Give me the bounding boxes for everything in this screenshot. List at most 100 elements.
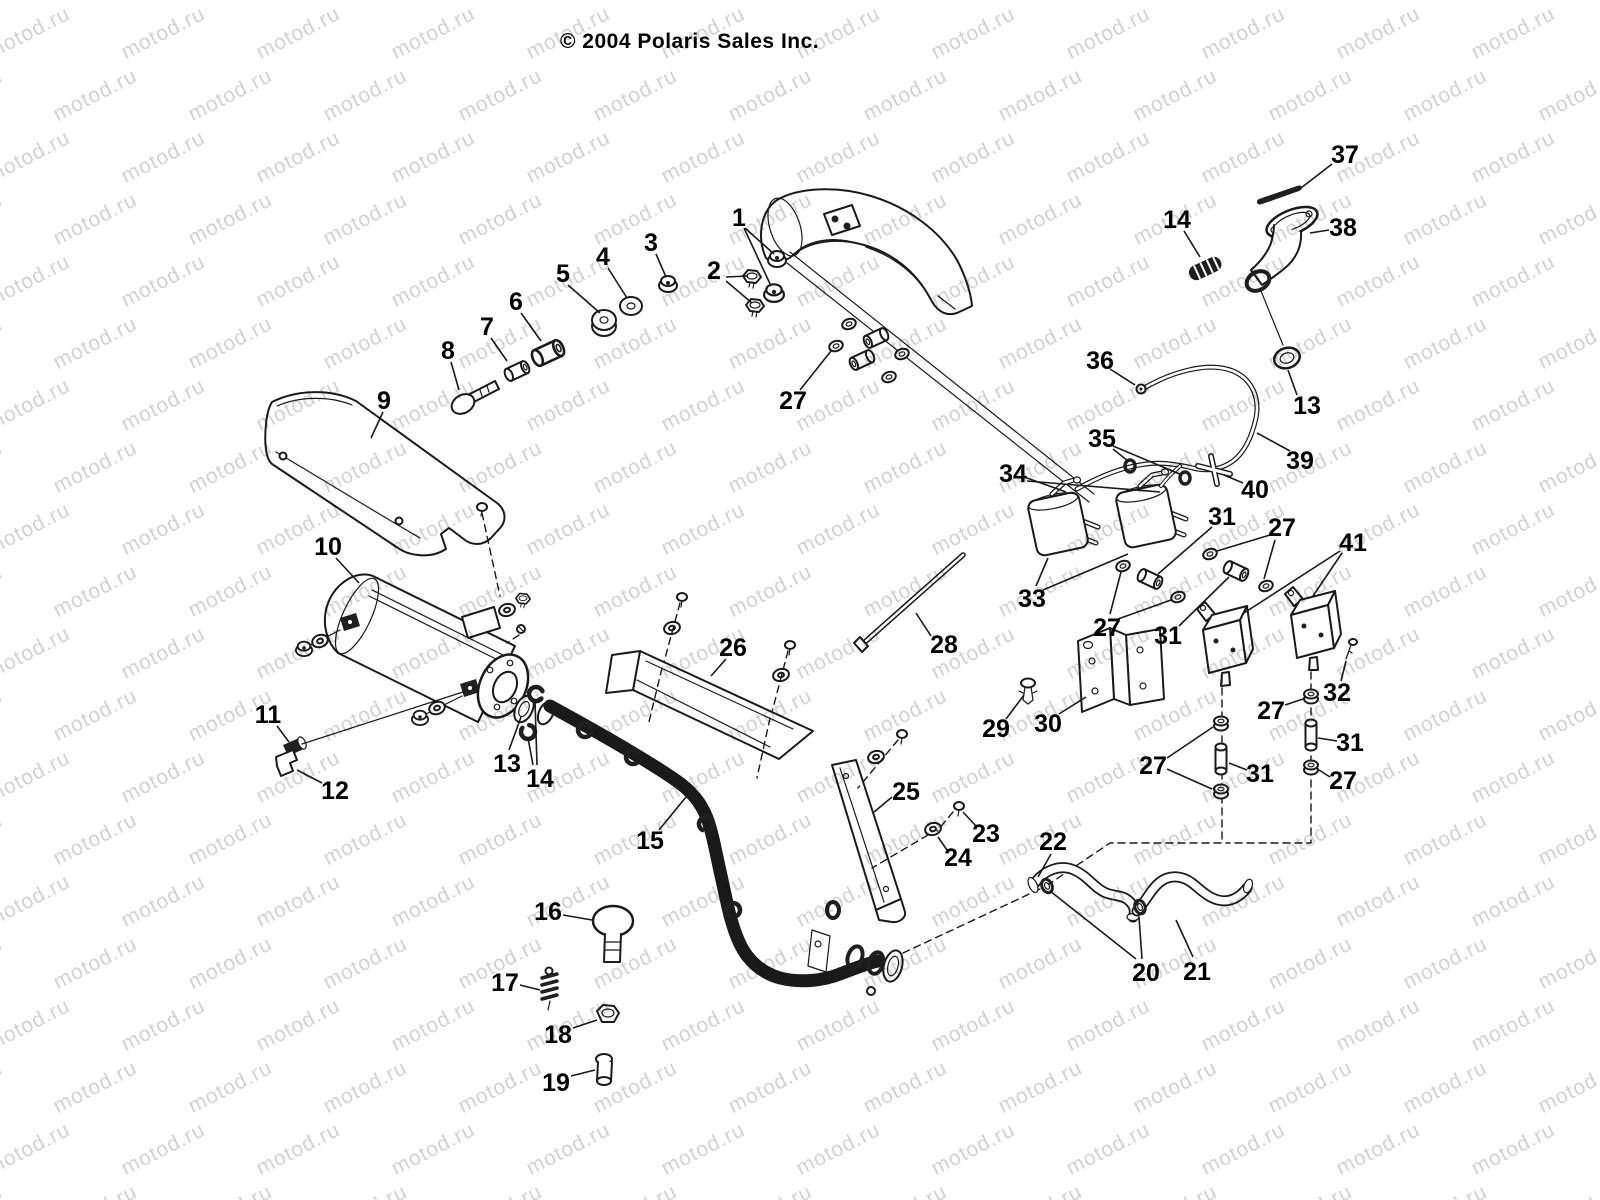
callout-10: 10	[314, 533, 342, 561]
callout-20: 20	[1132, 959, 1160, 987]
callout-35: 35	[1088, 425, 1116, 453]
solenoid-41b	[1284, 586, 1342, 671]
leader-line-27	[1318, 769, 1331, 778]
callout-22: 22	[1039, 828, 1067, 856]
exhaust-pipe-15	[543, 699, 904, 996]
leader-line-20	[1049, 890, 1137, 960]
callout-9: 9	[377, 387, 391, 415]
callout-14: 14	[526, 765, 554, 793]
leader-line-14	[1183, 230, 1201, 258]
seal-ring-13	[1260, 290, 1301, 370]
shield-25-fasteners	[857, 729, 965, 869]
leader-line-30	[1058, 696, 1087, 715]
screw-muffler-top	[516, 624, 526, 634]
bolt-19	[595, 1053, 613, 1086]
canister-33a	[1027, 476, 1101, 557]
leader-line-32	[1340, 660, 1347, 682]
leader-line-7	[490, 337, 508, 362]
callout-11: 11	[255, 701, 282, 729]
spacer-6	[528, 337, 568, 369]
leader-line-21	[1175, 919, 1194, 958]
leader-line-29	[1005, 694, 1025, 720]
callout-31: 31	[1336, 729, 1364, 757]
leader-line-12	[296, 769, 323, 784]
flange-nut-1a	[767, 250, 787, 268]
leader-line-2	[725, 275, 749, 278]
shield-26-fasteners	[647, 592, 796, 779]
callout-27: 27	[1268, 514, 1296, 542]
callout-33: 33	[1018, 585, 1046, 613]
callout-28: 28	[930, 631, 958, 659]
leader-line-34	[1026, 480, 1161, 493]
bushing-27-stack1-top	[1213, 715, 1229, 732]
leader-line-18	[572, 1019, 598, 1029]
stack-dash-a	[1048, 675, 1223, 885]
leader-line-5	[567, 284, 601, 314]
leader-line-6	[520, 312, 542, 342]
nut-3	[658, 275, 678, 293]
stack-dash-b	[1225, 671, 1312, 844]
callout-3: 3	[644, 229, 658, 257]
leader-line-14	[534, 700, 538, 766]
leader-line-39	[1256, 432, 1291, 452]
leader-line-40	[1223, 474, 1244, 484]
muffler-10	[323, 573, 530, 723]
callout-15: 15	[636, 827, 664, 855]
callout-24: 24	[944, 844, 972, 872]
solenoid-41a	[1196, 601, 1254, 687]
leader-line-2	[725, 280, 753, 304]
leader-line-24	[937, 836, 948, 851]
callout-38: 38	[1329, 214, 1357, 242]
hose-clamp-20a	[1040, 877, 1054, 895]
routing-lines	[786, 251, 1095, 503]
bushing-27-stack2-bottom	[1303, 759, 1319, 776]
callout-41: 41	[1339, 529, 1367, 557]
callout-37: 37	[1331, 141, 1359, 169]
leader-line-26	[710, 658, 727, 677]
callout-31: 31	[1208, 503, 1236, 531]
bolt-2a	[742, 269, 762, 289]
bracket-30	[1077, 627, 1165, 713]
copyright-text: © 2004 Polaris Sales Inc.	[560, 30, 820, 53]
bolt-muffler-top	[514, 592, 532, 609]
leader-line-1	[744, 227, 775, 255]
callout-31: 31	[1154, 622, 1182, 650]
rivet-29	[1018, 677, 1038, 705]
leader-line-33	[1035, 557, 1049, 587]
leader-line-23	[962, 811, 977, 827]
callout-25: 25	[892, 778, 920, 806]
spring-17	[540, 966, 559, 1011]
heat-shield-9	[264, 391, 506, 557]
bolt-2b	[745, 298, 765, 318]
leader-line-25	[873, 796, 893, 813]
callout-39: 39	[1286, 447, 1314, 475]
bushing-rows-27-31	[1113, 545, 1276, 606]
hose-dash	[902, 888, 1041, 954]
elbow-38	[1244, 205, 1319, 293]
hose-clamp-35b	[1178, 470, 1192, 486]
callout-34: 34	[999, 460, 1027, 488]
callout-13: 13	[1293, 392, 1321, 420]
callout-30: 30	[1034, 710, 1062, 738]
hose-21	[1131, 871, 1254, 917]
callout-16: 16	[534, 898, 562, 926]
spacer-31-stack1	[1214, 742, 1228, 776]
leader-line-20	[1138, 916, 1143, 960]
callout-17: 17	[491, 969, 519, 997]
leader-line-14	[527, 737, 534, 766]
leader-line-27	[1284, 698, 1304, 706]
leader-line-34	[1026, 477, 1067, 493]
leader-line-27	[1216, 534, 1271, 552]
callout-40: 40	[1241, 476, 1269, 504]
callout-19: 19	[542, 1069, 570, 1097]
callout-23: 23	[972, 820, 1000, 848]
leader-line-35	[1112, 448, 1129, 462]
leader-line-19	[570, 1069, 596, 1077]
shield-25	[831, 759, 907, 924]
bumper-16	[591, 904, 635, 963]
bolt-8	[450, 380, 500, 415]
nut-muffler-lower	[410, 709, 430, 726]
callout-4: 4	[596, 243, 610, 271]
